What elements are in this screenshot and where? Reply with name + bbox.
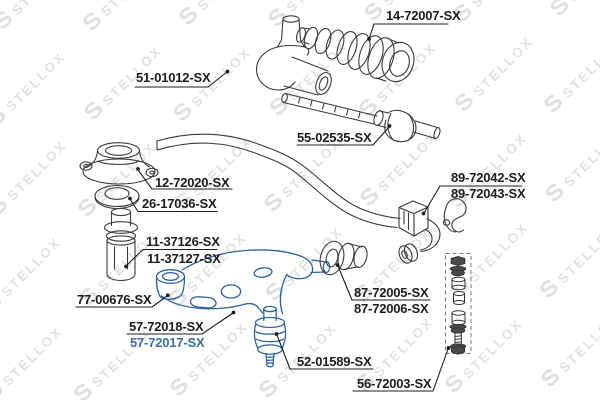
part-label-55-02535-sx: 55-02535-SX (297, 130, 372, 145)
bump-stop-drawing (103, 207, 139, 282)
part-label-12-72020-sx: 12-72020-SX (155, 175, 230, 190)
part-label-51-01012-sx: 51-01012-SX (136, 70, 211, 85)
part-label-11-37127-sx: 11-37127-SX (147, 251, 221, 266)
part-label-26-17036-sx: 26-17036-SX (142, 196, 217, 211)
part-label-11-37126-sx: 11-37126-SX (146, 234, 220, 249)
stabilizer-bar-drawing (156, 133, 441, 264)
tie-rod-end-drawing (255, 15, 332, 96)
part-label-87-72006-sx: 87-72006-SX (354, 301, 429, 316)
part-label-77-00676-sx: 77-00676-SX (77, 292, 152, 307)
arm-bushing-drawing (319, 240, 368, 276)
stabilizer-clamp-drawing (398, 200, 429, 237)
part-label-57-72018-sx: 57-72018-SX (129, 319, 204, 334)
stabilizer-bracket-drawing (442, 198, 467, 233)
control-arm-drawing (155, 249, 331, 368)
callout-leader-lines (75, 23, 523, 392)
part-label-87-72005-sx: 87-72005-SX (354, 285, 429, 300)
part-label-89-72042-sx: 89-72042-SX (451, 170, 526, 185)
part-label-14-72007-sx: 14-72007-SX (386, 8, 461, 23)
part-label-57-72017-sx-highlighted: 57-72017-SX (130, 335, 205, 350)
part-label-52-01589-sx: 52-01589-SX (297, 354, 372, 369)
part-label-56-72003-sx: 56-72003-SX (357, 376, 432, 391)
inner-tie-rod-drawing (281, 92, 441, 143)
strut-mount-drawing (79, 142, 159, 185)
part-label-89-72043-sx: 89-72043-SX (451, 186, 526, 201)
bearing-ring-drawing (94, 184, 140, 210)
callout-dots (124, 37, 451, 350)
steering-boot-drawing (295, 26, 415, 83)
stabilizer-link-kit-drawing (445, 253, 472, 355)
